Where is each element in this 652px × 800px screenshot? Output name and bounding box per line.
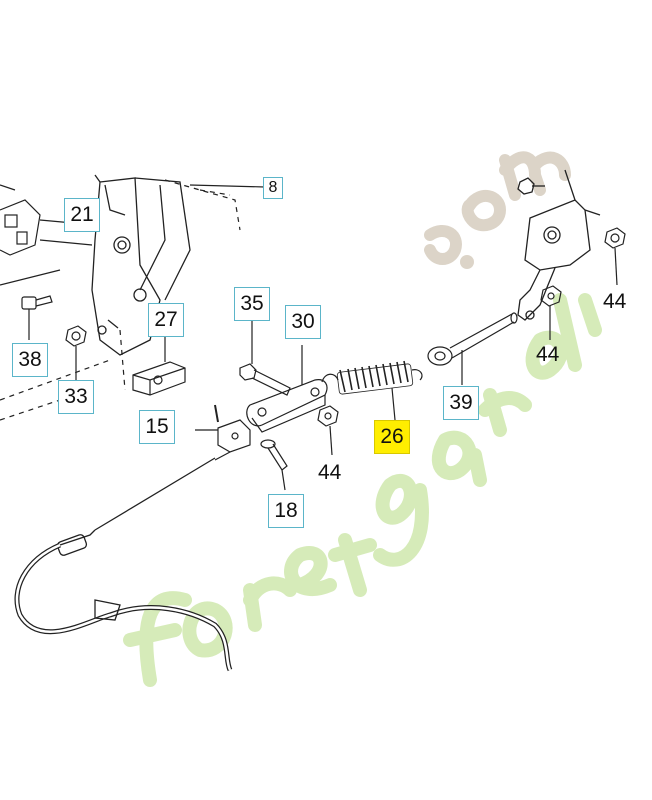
callout-21: 21 bbox=[64, 198, 100, 232]
callout-39: 39 bbox=[443, 386, 479, 420]
dashed-lines bbox=[0, 179, 241, 421]
clevis-15 bbox=[195, 404, 251, 461]
left-mechanism bbox=[0, 184, 96, 286]
bolt-35 bbox=[239, 318, 291, 396]
callout-33: 33 bbox=[58, 380, 94, 414]
left-bracket bbox=[91, 174, 191, 356]
watermark bbox=[123, 293, 602, 687]
rod-39 bbox=[427, 312, 518, 385]
watermark-com bbox=[424, 151, 571, 265]
callout-35: 35 bbox=[234, 287, 270, 321]
nut-44-center bbox=[317, 405, 339, 456]
lever-30 bbox=[246, 345, 328, 433]
callout-44-center: 44 bbox=[318, 461, 342, 484]
nut-44-right-low bbox=[540, 285, 562, 340]
watermark-dot bbox=[460, 255, 474, 269]
bolt-38 bbox=[21, 295, 53, 340]
nut-33 bbox=[65, 325, 87, 380]
callout-26: 26 bbox=[374, 420, 410, 454]
callout-8: 8 bbox=[263, 177, 283, 199]
leader-8 bbox=[189, 184, 266, 188]
callout-44-right-top: 44 bbox=[603, 290, 627, 313]
pin-18 bbox=[260, 439, 288, 491]
nut-44-right-top bbox=[604, 227, 626, 286]
cable bbox=[14, 457, 233, 672]
callout-38: 38 bbox=[12, 343, 48, 377]
spring-26 bbox=[321, 360, 423, 421]
callout-30: 30 bbox=[285, 305, 321, 339]
callout-15: 15 bbox=[139, 410, 175, 444]
callout-27: 27 bbox=[148, 303, 184, 337]
callout-44-right-low: 44 bbox=[536, 343, 560, 366]
callout-18: 18 bbox=[268, 494, 304, 528]
block-27 bbox=[132, 335, 186, 396]
